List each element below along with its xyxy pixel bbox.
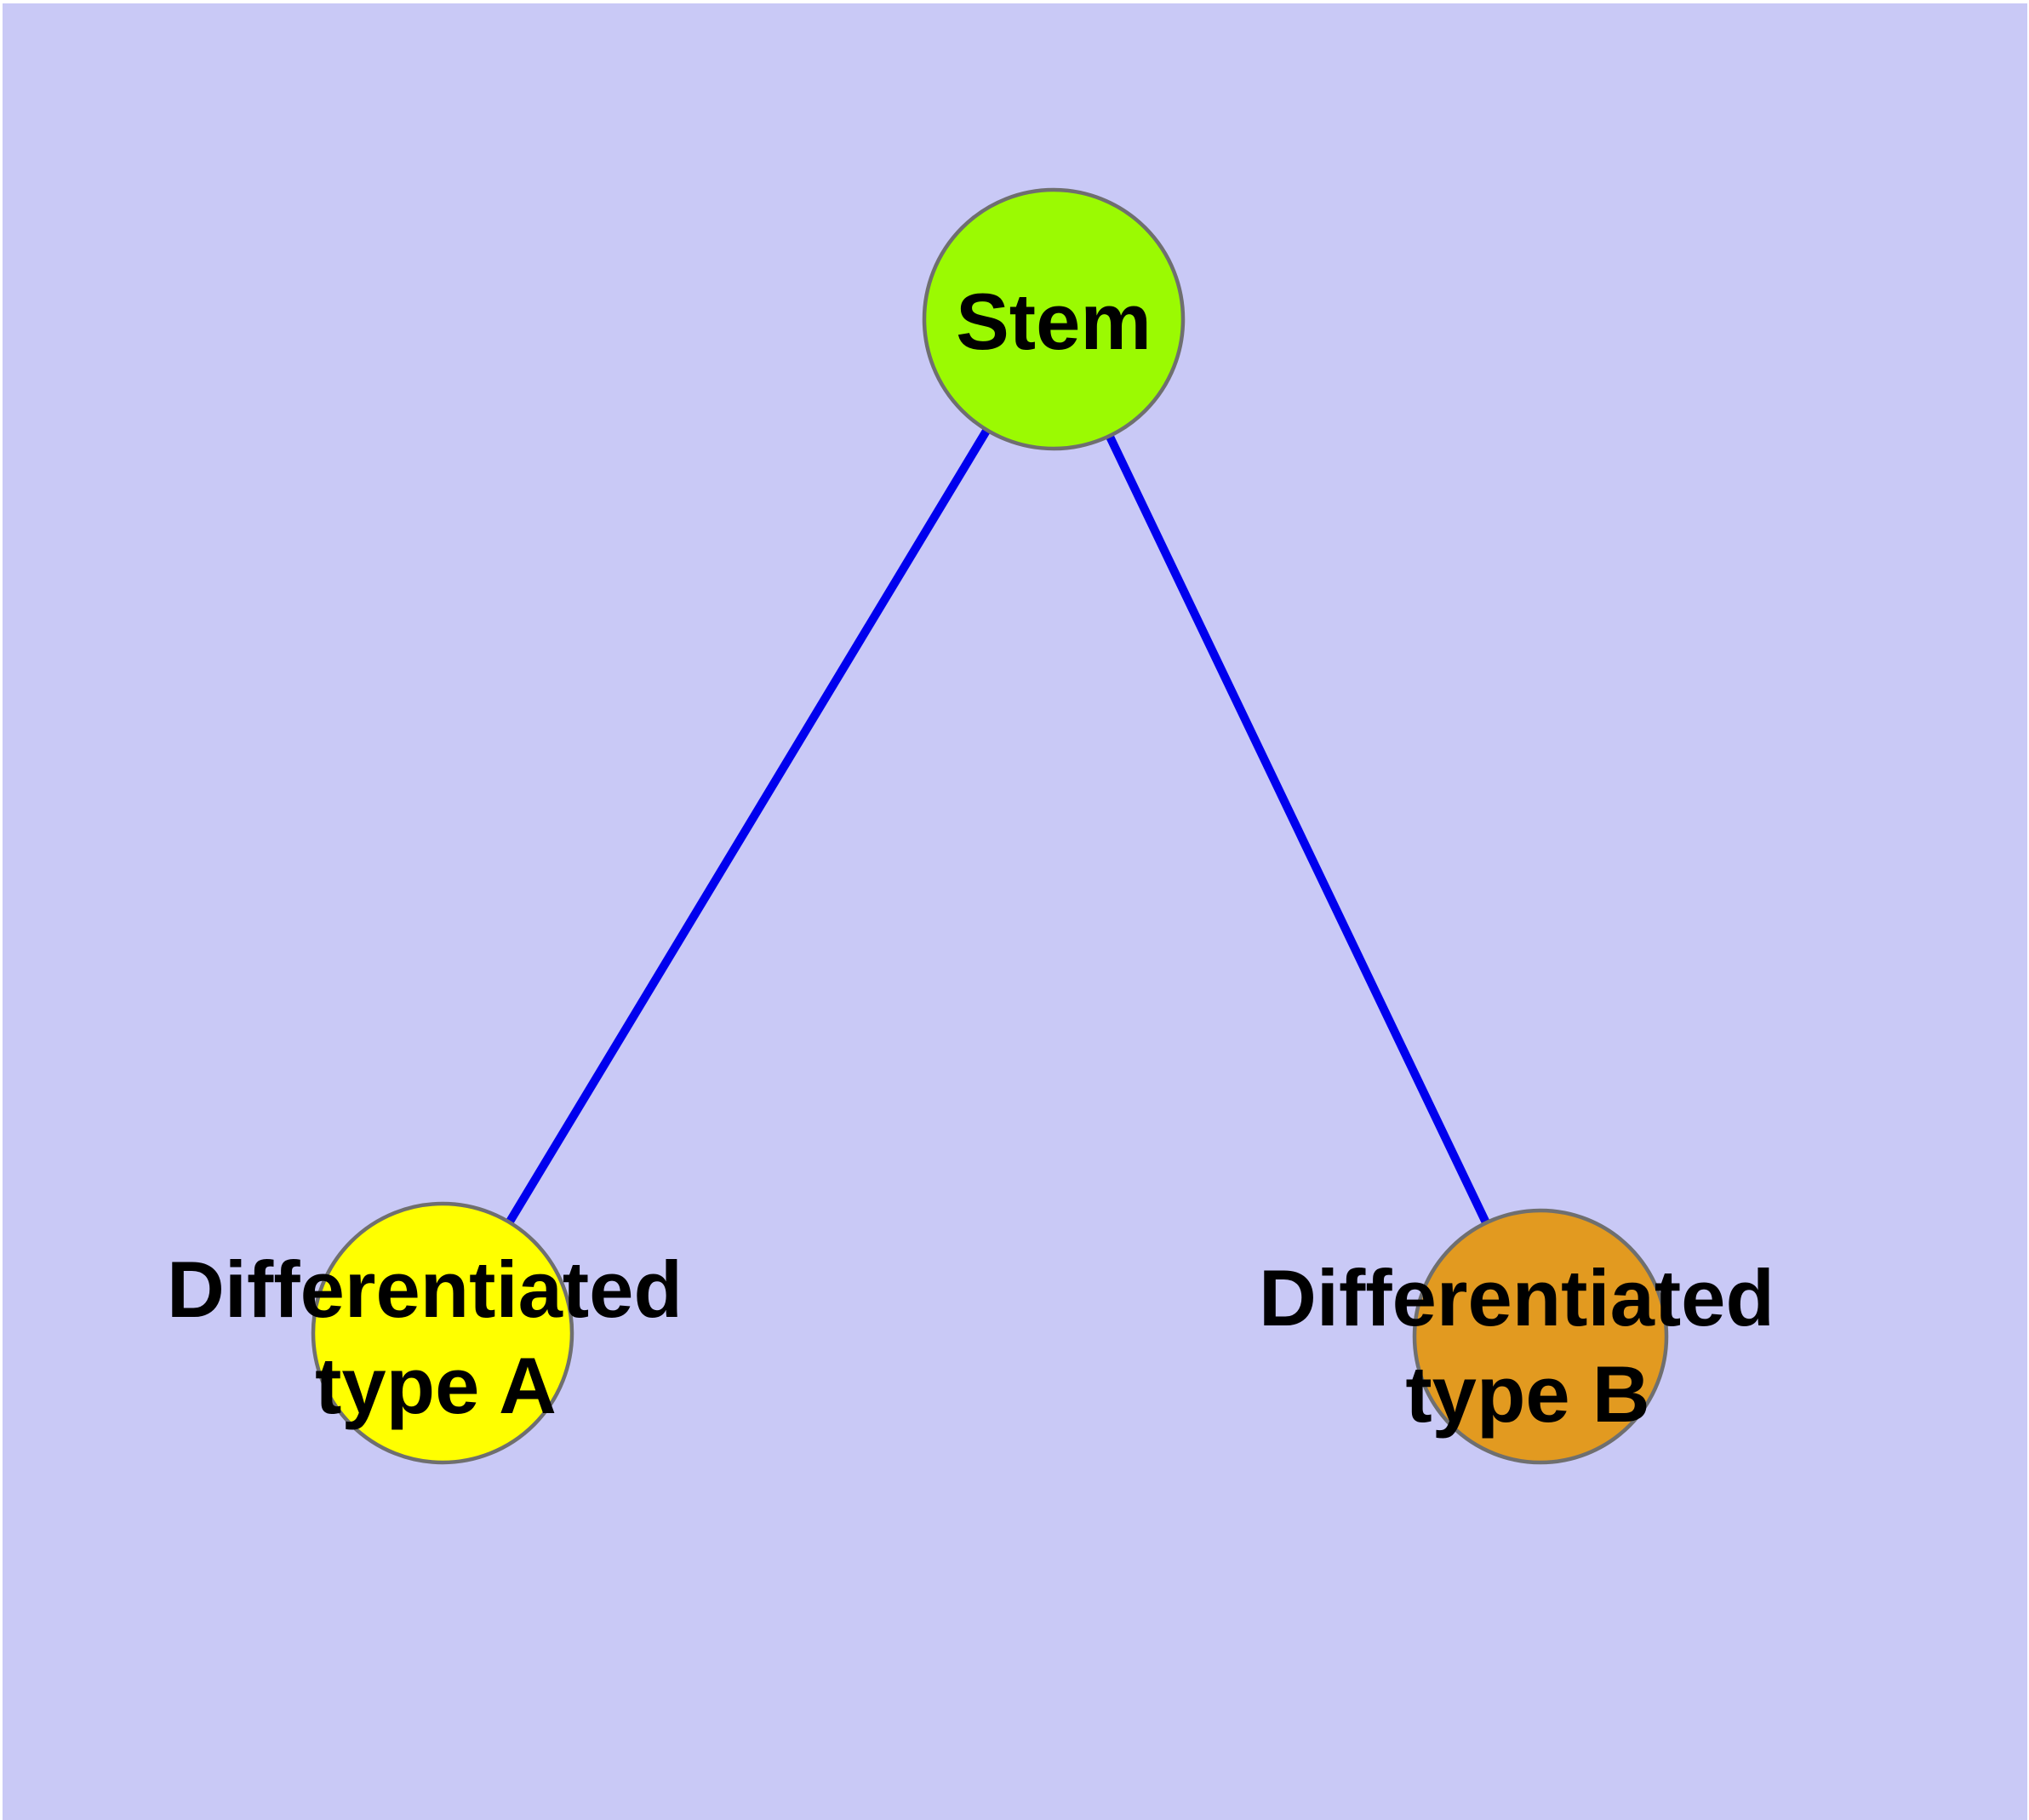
node-type-b-circle xyxy=(1412,1208,1669,1465)
edge-stem-to-type-a xyxy=(438,317,1058,1336)
node-stem-label: Stem xyxy=(956,277,1152,366)
node-type-a-label: Differentiated type A xyxy=(167,1245,705,1430)
node-stem-circle xyxy=(922,187,1186,451)
node-type-a-circle xyxy=(311,1201,574,1465)
node-type-b-label-line1: Differentiated xyxy=(1259,1253,1775,1342)
node-type-b-label: Differentiated type B xyxy=(1259,1253,1797,1439)
node-type-a-label-line2: type A xyxy=(315,1341,557,1430)
node-type-b-label-line2: type B xyxy=(1405,1349,1649,1439)
edge-stem-to-type-b xyxy=(1049,317,1545,1339)
node-type-a-label-line1: Differentiated xyxy=(167,1245,683,1334)
